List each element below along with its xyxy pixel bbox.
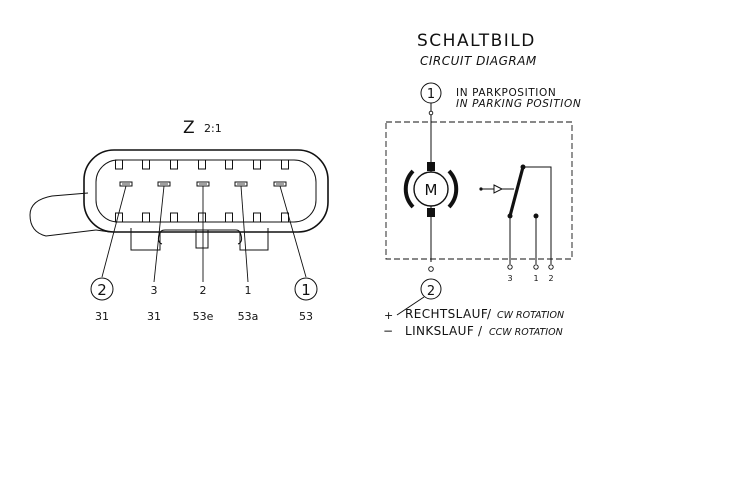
enclosure-dashed — [385, 121, 573, 260]
contact-slots — [115, 159, 289, 223]
slot-top-7 — [281, 159, 289, 170]
top-note-en: IN PARKING POSITION — [456, 98, 581, 110]
switch-terminal-1: 1 — [533, 274, 538, 283]
switch-terminal-3: 3 — [507, 274, 512, 283]
pin-marker-circle-1 — [90, 277, 114, 301]
slot-top-5 — [225, 159, 233, 170]
rotation-en-cw: CW ROTATION — [497, 310, 564, 321]
rotation-sign-cw: + — [384, 309, 393, 322]
pin-contacts — [119, 181, 287, 187]
pin-leader-2 — [153, 185, 165, 283]
rotation-de-cw: RECHTSLAUF — [405, 307, 488, 321]
switch-blade — [508, 166, 525, 217]
motor-field-right — [447, 169, 459, 209]
schematic-title-de: SCHALTBILD — [417, 31, 536, 51]
pin-marker-circle-5 — [294, 277, 318, 301]
motor-terminal-bottom — [428, 266, 434, 272]
top-note-de: IN PARKPOSITION — [456, 87, 556, 99]
pin-marker-2: 3 — [151, 284, 158, 297]
pin-terminal-3: 53e — [193, 310, 214, 323]
park-switch: 3 1 2 — [479, 164, 554, 283]
bottom-marker: 2 — [427, 284, 435, 299]
pin-terminal-1: 31 — [95, 310, 109, 323]
connector-view: Z 2:1 2 31 3 31 2 53e 1 53a 1 53 — [29, 118, 329, 323]
rotation-sign-ccw: − — [383, 324, 393, 338]
pin-terminal-2: 31 — [147, 310, 161, 323]
svg-text:/: / — [487, 307, 492, 321]
pin-marker-5: 1 — [301, 281, 311, 299]
pin-leader-4 — [240, 185, 249, 283]
pin-terminal-5: 53 — [299, 310, 313, 323]
slot-top-6 — [253, 159, 261, 170]
connector-housing-outer — [83, 149, 329, 233]
motor-label: M — [425, 181, 438, 199]
rotation-de-ccw: LINKSLAUF — [405, 324, 474, 338]
slot-bottom-6 — [253, 212, 261, 223]
slot-bottom-5 — [225, 212, 233, 223]
circuit-diagram: SCHALTBILD CIRCUIT DIAGRAM 1 IN PARKPOSI… — [383, 31, 581, 338]
switch-terminal-2: 2 — [548, 274, 553, 283]
motor-field-left — [403, 169, 415, 209]
motor-brush-top — [427, 162, 435, 171]
schematic-title-en: CIRCUIT DIAGRAM — [420, 54, 537, 68]
top-marker: 1 — [427, 87, 435, 102]
slot-top-2 — [142, 159, 150, 170]
scale-ratio: 2:1 — [204, 122, 222, 135]
pin-labels: 2 31 3 31 2 53e 1 53a 1 53 — [90, 185, 318, 323]
scale-label: Z — [183, 118, 195, 138]
slot-top-3 — [170, 159, 178, 170]
pin-terminal-4: 53a — [238, 310, 259, 323]
connector-flange — [29, 192, 97, 237]
pin-leader-5 — [279, 185, 307, 278]
slot-bottom-4 — [198, 212, 206, 223]
slot-bottom-3 — [170, 212, 178, 223]
svg-text:/: / — [478, 324, 483, 338]
pin-marker-1: 2 — [97, 281, 107, 299]
pin-marker-4: 1 — [245, 284, 252, 297]
rotation-en-ccw: CCW ROTATION — [489, 327, 563, 338]
bottom-marker-leader — [396, 296, 425, 316]
slot-bottom-2 — [142, 212, 150, 223]
pin-marker-3: 2 — [200, 284, 207, 297]
slot-bottom-7 — [281, 212, 289, 223]
pin-leader-1 — [101, 185, 127, 278]
slot-top-1 — [115, 159, 123, 170]
slot-top-4 — [198, 159, 206, 170]
motor-brush-bottom — [427, 208, 435, 217]
bottom-marker-circle — [420, 278, 442, 300]
motor-symbol — [413, 171, 449, 207]
